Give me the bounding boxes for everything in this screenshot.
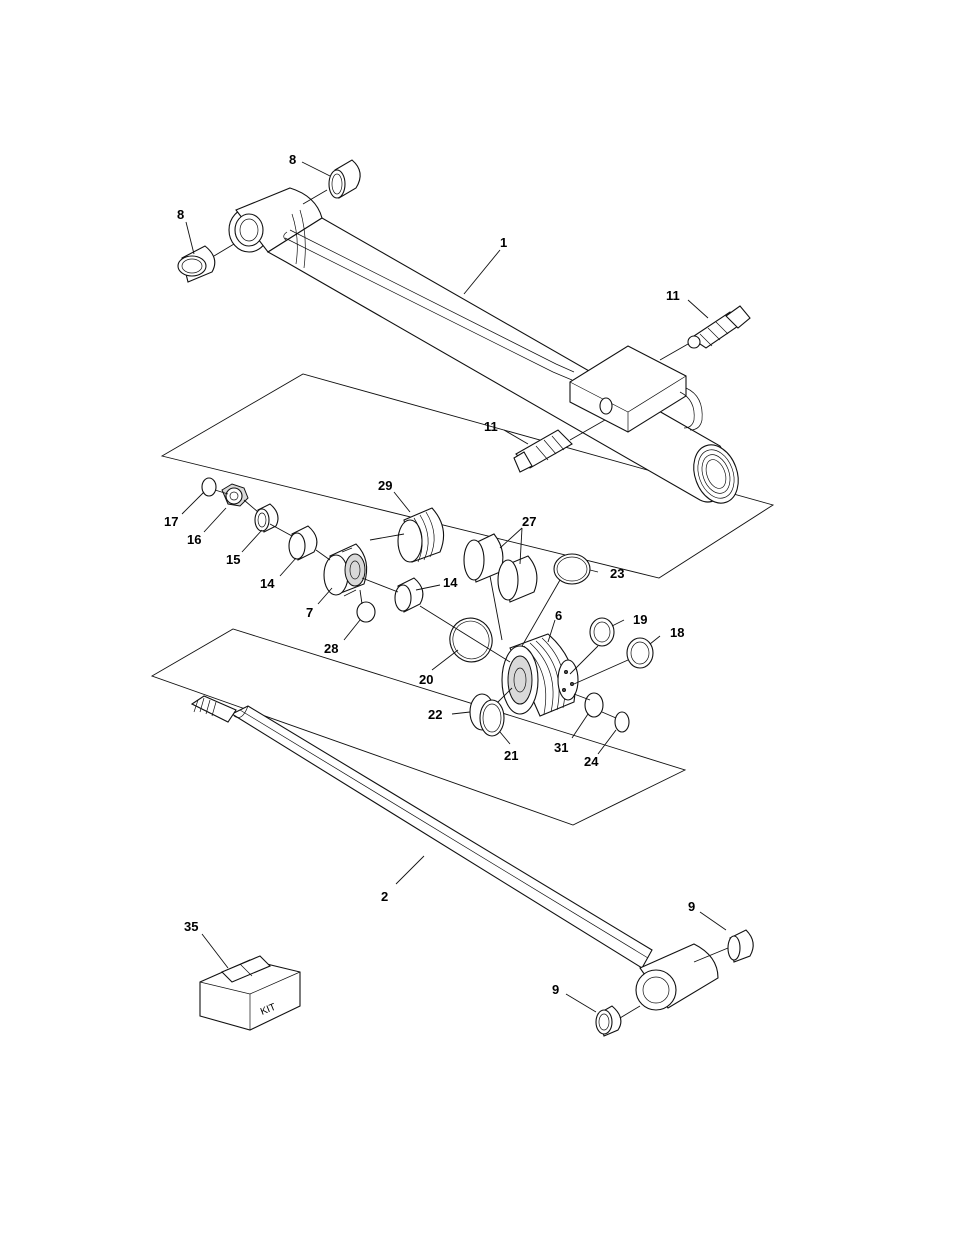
ring-part-31: [584, 692, 604, 718]
callout-24: 24: [584, 754, 599, 769]
piston-head-part-7: [323, 543, 368, 597]
piston-rod-part-2: [190, 695, 719, 1011]
o-ring-part-23: [553, 553, 591, 585]
assembly-axis-line: [573, 659, 629, 685]
fitting-part-11-upper: [659, 305, 751, 361]
assembly-axis-line: [243, 499, 259, 513]
assembly-axis-line: [569, 645, 599, 675]
cylinder-barrel-part-1: [228, 187, 739, 504]
callout-18: 18: [670, 625, 684, 640]
callout-11: 11: [484, 419, 498, 434]
assembly-axis-line: [573, 693, 591, 701]
callout-7: 7: [306, 605, 313, 620]
assembly-axis-line: [269, 523, 293, 537]
seal-part-19: [589, 617, 615, 647]
assembly-axis-line: [359, 589, 363, 605]
o-ring-part-28: [356, 601, 376, 623]
callout-1: 1: [500, 235, 507, 250]
callout-9: 9: [552, 982, 559, 997]
callout-35: 35: [184, 919, 198, 934]
bushing-part-14-left: [288, 525, 318, 561]
callout-29: 29: [378, 478, 392, 493]
callout-11: 11: [666, 288, 680, 303]
assembly-axis-line: [489, 575, 503, 641]
callout-15: 15: [226, 552, 240, 567]
bushing-part-8-lower: [177, 245, 216, 283]
callout-14: 14: [443, 575, 458, 590]
wear-ring-part-27-left: [463, 533, 504, 583]
callout-27: 27: [522, 514, 536, 529]
callout-14: 14: [260, 576, 275, 591]
fitting-part-11-lower: [513, 419, 606, 473]
assembly-axis-line: [419, 605, 511, 663]
callout-labels: 8 8 1 11 11 29 17 16 15 14 27 23 14 7 6 …: [164, 152, 695, 997]
callout-23: 23: [610, 566, 624, 581]
kit-box-label: KIT: [259, 1002, 278, 1018]
bushing-axis-line: [302, 189, 328, 205]
wiper-part-29: [397, 507, 445, 563]
bushing-part-8-upper: [328, 159, 361, 199]
assembly-axis-line: [521, 579, 561, 647]
leader-lines: [181, 161, 727, 1013]
assembly-axis-line: [361, 577, 399, 593]
callout-16: 16: [187, 532, 201, 547]
snap-ring-part-17: [201, 477, 217, 497]
bushing-part-9-upper: [727, 929, 754, 963]
bushing-axis-line: [213, 243, 235, 257]
assembly-axis-line: [497, 687, 513, 703]
kit-box-part-35: KIT: [199, 955, 301, 1031]
piston-part-6: [501, 633, 579, 717]
callout-17: 17: [164, 514, 178, 529]
callout-20: 20: [419, 672, 433, 687]
seal-part-21: [479, 699, 505, 737]
assembly-axis-line: [369, 533, 405, 541]
lower-plane-outline: [150, 628, 687, 826]
callout-31: 31: [554, 740, 568, 755]
assembly-axis-line: [601, 711, 617, 719]
ring-part-24: [614, 711, 630, 733]
o-ring-part-20: [449, 617, 493, 663]
assembly-axis-line: [315, 549, 331, 561]
callout-9: 9: [688, 899, 695, 914]
callout-8: 8: [289, 152, 296, 167]
callout-28: 28: [324, 641, 338, 656]
seal-part-18: [626, 637, 654, 669]
bushing-axis-line: [619, 1005, 641, 1019]
wear-ring-part-27-right: [497, 555, 538, 603]
callout-6: 6: [555, 608, 562, 623]
nut-part-16: [221, 483, 249, 507]
callout-21: 21: [504, 748, 518, 763]
callout-22: 22: [428, 707, 442, 722]
callout-19: 19: [633, 612, 647, 627]
assembly-axis-line: [214, 489, 229, 495]
spacer-part-15: [254, 503, 279, 533]
bushing-part-14-right: [394, 577, 424, 613]
callout-8: 8: [177, 207, 184, 222]
callout-2: 2: [381, 889, 388, 904]
bushing-part-9-lower: [595, 1005, 622, 1037]
bushing-axis-line: [693, 947, 729, 963]
